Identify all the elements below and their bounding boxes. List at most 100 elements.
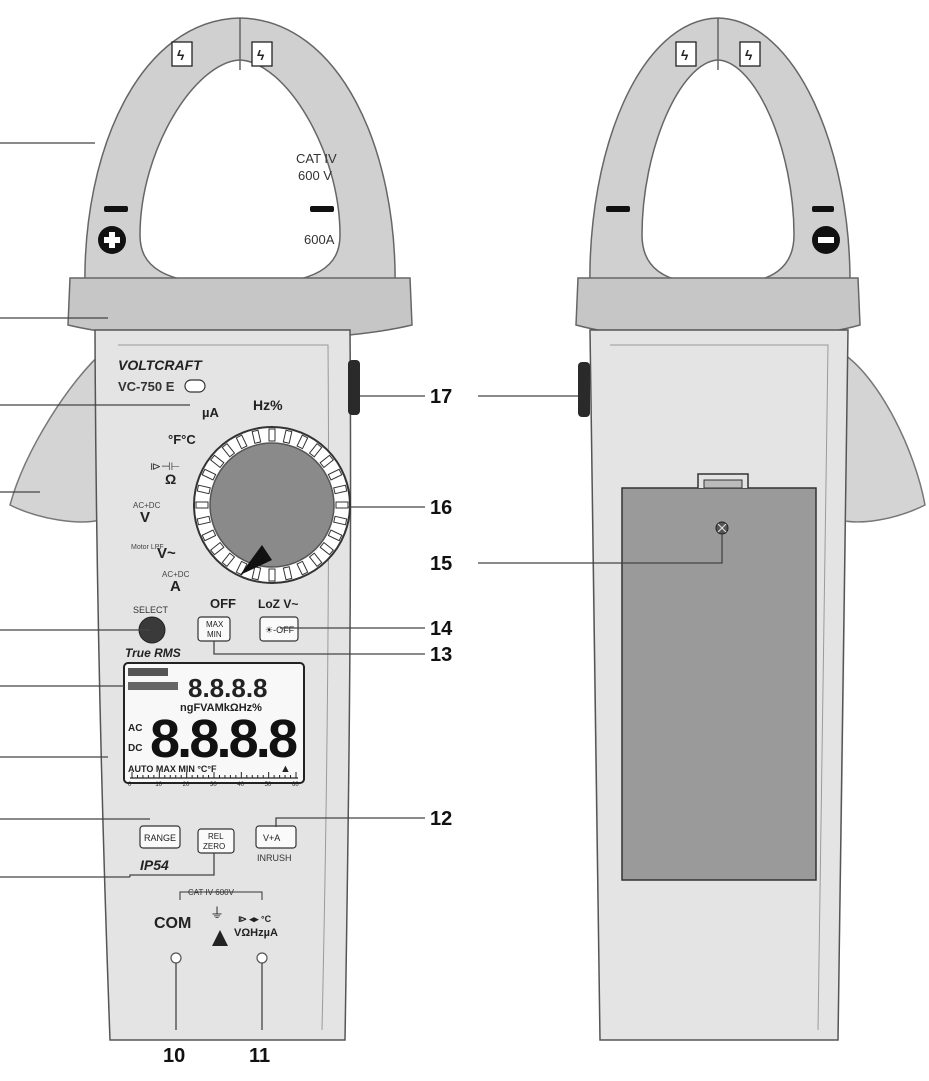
rel-zero-button[interactable] — [197, 828, 235, 854]
lcd-status-row: AUTO MAX MIN °C°F — [128, 764, 217, 774]
dial-tooth — [195, 501, 209, 509]
dial-tooth — [268, 568, 276, 582]
dial-adc-top-label: AC+DC — [162, 570, 190, 579]
lcd-scale-label: 20 — [183, 782, 190, 788]
flashlight-window — [184, 379, 206, 393]
dial-tooth — [296, 560, 309, 576]
dial-adc-label: A — [170, 578, 181, 595]
dial-tooth — [282, 429, 293, 444]
dial-tooth — [201, 468, 217, 481]
rel-label-2: ZERO — [203, 842, 225, 851]
dial-off-label: OFF — [210, 596, 236, 611]
dial-tooth — [335, 501, 349, 509]
back-hazard-icon-left — [675, 41, 697, 67]
dial-tooth — [333, 484, 348, 495]
inrush-label: INRUSH — [257, 853, 292, 863]
lcd-ac-label: AC — [128, 723, 142, 734]
dial-tooth — [210, 541, 225, 556]
back-side-button — [578, 362, 590, 417]
terminal-symbols-icon: ⧐ ◂▸ °C — [238, 914, 272, 924]
true-rms-label: True RMS — [125, 646, 181, 660]
dial-vdc-top-label: AC+DC — [133, 501, 161, 510]
rotary-switch — [193, 426, 351, 584]
leader-lines — [0, 142, 723, 1030]
lcd-scale-label: 60 — [292, 782, 299, 788]
dial-vac-label: V~ — [157, 545, 176, 562]
lcd-scale-label: 30 — [210, 782, 217, 788]
dial-tooth — [210, 454, 225, 469]
v-jack[interactable] — [256, 952, 268, 964]
back-minus-mark-left — [606, 206, 630, 212]
dial-tooth — [319, 541, 334, 556]
front-view: ϟ ϟ CAT IV 600 V 600A VOLTCRAFT VC-750 E… — [9, 17, 413, 1041]
dial-tooth — [196, 515, 211, 526]
callout-16: 16 — [430, 497, 452, 519]
back-hazard-icon-right — [739, 41, 761, 67]
svg-text:ϟ: ϟ — [257, 47, 265, 63]
dial-tooth — [327, 529, 343, 542]
svg-text:ϟ: ϟ — [177, 47, 185, 63]
dial-temp-label: °F°C — [168, 432, 196, 447]
dial-knob — [209, 442, 335, 568]
brand-logo: VOLTCRAFT — [118, 357, 203, 373]
terminal-cat-label: CAT IV 600V — [188, 888, 235, 897]
dial-vdc-label: V — [140, 509, 150, 526]
svg-text:ϟ: ϟ — [681, 47, 689, 63]
jaw-volt-label: 600 V — [298, 168, 332, 183]
callout-13: 13 — [430, 644, 452, 666]
callout-15: 15 — [430, 553, 452, 575]
va-label: V+A — [263, 833, 280, 843]
ground-icon: ⏚ — [210, 905, 224, 921]
front-side-button — [348, 360, 360, 415]
dial-hz-label: Hz% — [253, 397, 283, 413]
jaw-amp-label: 600A — [304, 232, 335, 247]
dial-tooth — [196, 484, 211, 495]
com-label: COM — [154, 915, 191, 932]
lcd-display: 8.8.8.8 ngFVAMkΩHz% AC DC 8.8.8.8 AUTO M… — [123, 662, 305, 788]
dial-tooth — [251, 429, 262, 444]
front-hazard-icon-left — [171, 41, 193, 67]
battery-cover — [621, 487, 817, 881]
lcd-scale-label: 0 — [128, 782, 132, 788]
dial-tooth — [201, 529, 217, 542]
dial-tooth — [319, 454, 334, 469]
lcd-lock-icon: ▲ — [280, 763, 291, 775]
dial-tooth — [308, 443, 323, 458]
callout-14: 14 — [430, 618, 453, 640]
dial-vac-top-label: Motor LPF — [131, 544, 164, 551]
maxmin-label-2: MIN — [207, 630, 222, 639]
svg-text:ϟ: ϟ — [745, 47, 753, 63]
dial-tooth — [308, 552, 323, 567]
lcd-scale-label: 40 — [237, 782, 244, 788]
jaw-cat-label: CAT IV — [296, 151, 337, 166]
front-minus-mark-left — [104, 206, 128, 212]
backlight-label: ☀-OFF — [265, 625, 295, 635]
front-minus-mark-right — [310, 206, 334, 212]
back-view: ϟ ϟ — [575, 17, 926, 1041]
lcd-scale-label: 50 — [265, 782, 272, 788]
v-terminal-label: VΩHzµA — [234, 927, 278, 939]
callout-11: 11 — [249, 1045, 270, 1067]
back-minus-mark-right — [812, 206, 834, 212]
dial-tooth — [296, 434, 309, 450]
callout-10: 10 — [163, 1045, 185, 1067]
maxmin-label-1: MAX — [206, 620, 224, 629]
dial-diode-icon: ⧐⊣⊢ — [150, 461, 180, 473]
range-label: RANGE — [144, 833, 176, 843]
dial-tooth — [268, 428, 276, 442]
range-button[interactable] — [139, 825, 181, 849]
com-jack[interactable] — [170, 952, 182, 964]
dial-pointer — [240, 545, 272, 575]
dial-ua-label: µA — [202, 405, 219, 420]
back-trigger — [839, 353, 926, 523]
lcd-sub-digits: 8.8.8.8 — [188, 673, 268, 703]
front-hazard-icon-right — [251, 41, 273, 67]
dial-loz-label: LoZ V~ — [258, 597, 298, 611]
backlight-button[interactable] — [259, 616, 299, 642]
dial-tooth — [333, 515, 348, 526]
lcd-dc-label: DC — [128, 743, 142, 754]
warning-icon — [212, 930, 228, 946]
rel-label-1: REL — [208, 832, 224, 841]
